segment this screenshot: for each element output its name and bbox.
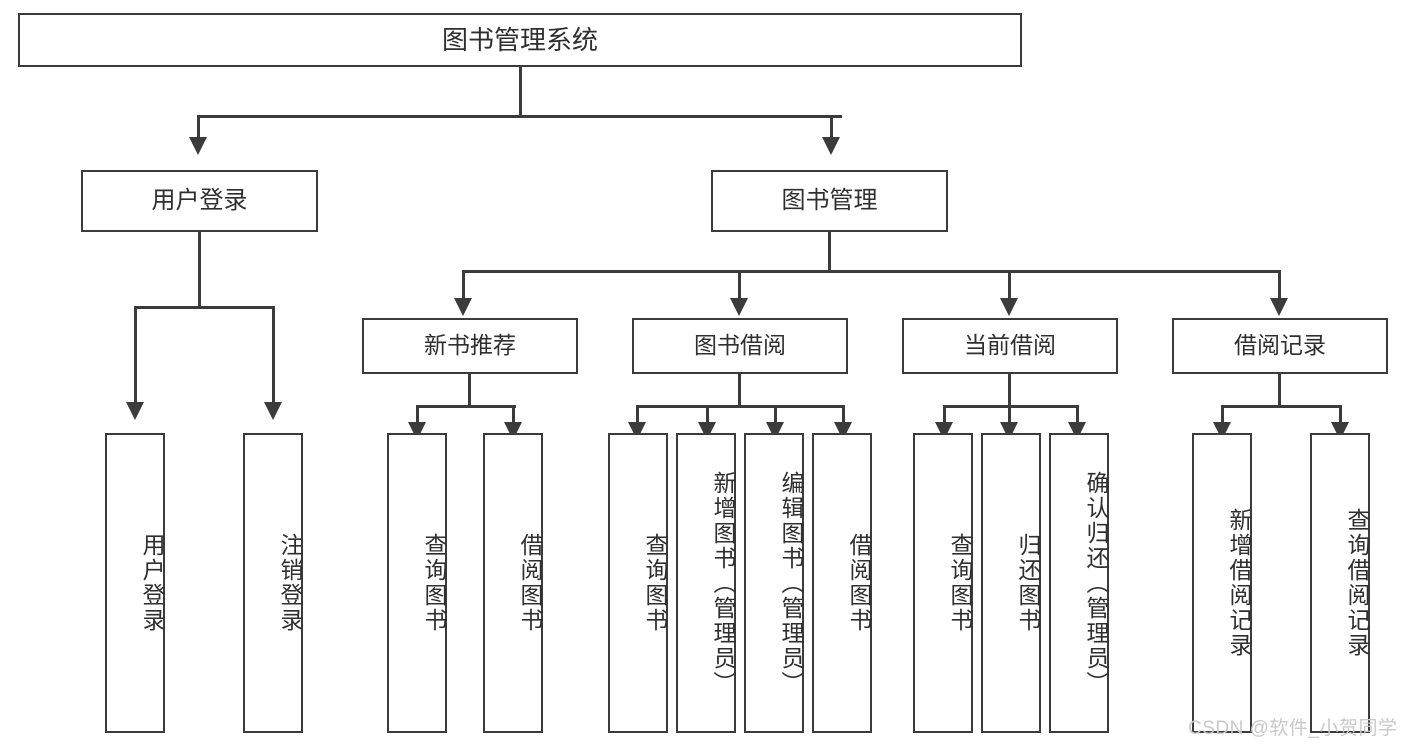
arrow-bm-to-book-borrow-icon [730, 298, 748, 316]
node-leaf-query-record[interactable]: 查询借阅记录 [1310, 433, 1370, 733]
connector-new-book-stem [468, 374, 471, 405]
connector-book-borrow-drop-3 [774, 405, 777, 431]
node-leaf-return-book[interactable]: 归还图书 [981, 433, 1041, 733]
connector-current-borrow-drop-2 [1008, 405, 1011, 431]
node-leaf-query-book-1[interactable]: 查询图书 [387, 433, 447, 733]
connector-user-login-left-drop [134, 306, 137, 404]
connector-new-book-bus [417, 405, 516, 408]
connector-book-management-stem [828, 232, 831, 270]
connector-root-to-user-login [197, 115, 200, 139]
node-leaf-borrow-book-1[interactable]: 借阅图书 [483, 433, 543, 733]
connector-bm-to-current-borrow [1008, 270, 1011, 300]
connector-current-borrow-drop-1 [943, 405, 946, 431]
connector-user-login-bus [135, 306, 275, 309]
node-leaf-query-book-3[interactable]: 查询图书 [913, 433, 973, 733]
connector-bm-to-new-book [462, 270, 465, 300]
connector-new-book-drop-2 [512, 405, 515, 431]
arrow-bm-to-borrow-record-icon [1270, 298, 1288, 316]
arrow-user-login-leaf1-icon [126, 402, 144, 420]
arrow-user-login-leaf2-icon [264, 402, 282, 420]
arrow-root-to-book-management-icon [822, 137, 840, 155]
connector-book-borrow-stem [738, 374, 741, 405]
connector-book-borrow-bus [637, 405, 845, 408]
connector-borrow-record-drop-2 [1339, 405, 1342, 431]
connector-borrow-record-drop-1 [1221, 405, 1224, 431]
node-current-borrow[interactable]: 当前借阅 [902, 318, 1118, 374]
arrow-bm-to-new-book-icon [454, 298, 472, 316]
arrow-root-to-user-login-icon [189, 137, 207, 155]
node-leaf-confirm-return[interactable]: 确认归还（管理员） [1049, 433, 1109, 733]
node-root-system[interactable]: 图书管理系统 [18, 13, 1022, 67]
connector-root-bus [197, 115, 842, 118]
connector-current-borrow-drop-3 [1076, 405, 1079, 431]
connector-book-borrow-drop-2 [706, 405, 709, 431]
connector-borrow-record-bus [1222, 405, 1341, 408]
node-book-borrow[interactable]: 图书借阅 [632, 318, 848, 374]
node-leaf-user-login[interactable]: 用户登录 [105, 433, 165, 733]
node-borrow-record[interactable]: 借阅记录 [1172, 318, 1388, 374]
connector-bm-to-book-borrow [738, 270, 741, 300]
node-leaf-borrow-book-2[interactable]: 借阅图书 [812, 433, 872, 733]
connector-book-borrow-drop-4 [842, 405, 845, 431]
connector-book-management-bus [462, 270, 1280, 273]
node-leaf-edit-book[interactable]: 编辑图书（管理员） [744, 433, 804, 733]
node-user-login[interactable]: 用户登录 [81, 170, 318, 232]
node-new-book-recommend[interactable]: 新书推荐 [362, 318, 578, 374]
node-leaf-add-book[interactable]: 新增图书（管理员） [676, 433, 736, 733]
connector-current-borrow-bus [944, 405, 1078, 408]
connector-borrow-record-stem [1278, 374, 1281, 405]
connector-current-borrow-stem [1008, 374, 1011, 405]
connector-book-borrow-drop-1 [636, 405, 639, 431]
connector-bm-to-borrow-record [1278, 270, 1281, 300]
connector-root-stem [519, 67, 522, 115]
connector-user-login-right-drop [272, 306, 275, 404]
connector-user-login-stem [198, 232, 201, 306]
node-leaf-user-logout[interactable]: 注销登录 [243, 433, 303, 733]
node-book-management[interactable]: 图书管理 [711, 170, 948, 232]
connector-new-book-drop-1 [416, 405, 419, 431]
node-leaf-add-record[interactable]: 新增借阅记录 [1192, 433, 1252, 733]
connector-root-to-book-management [830, 115, 833, 139]
node-leaf-query-book-2[interactable]: 查询图书 [608, 433, 668, 733]
arrow-bm-to-current-borrow-icon [1000, 298, 1018, 316]
